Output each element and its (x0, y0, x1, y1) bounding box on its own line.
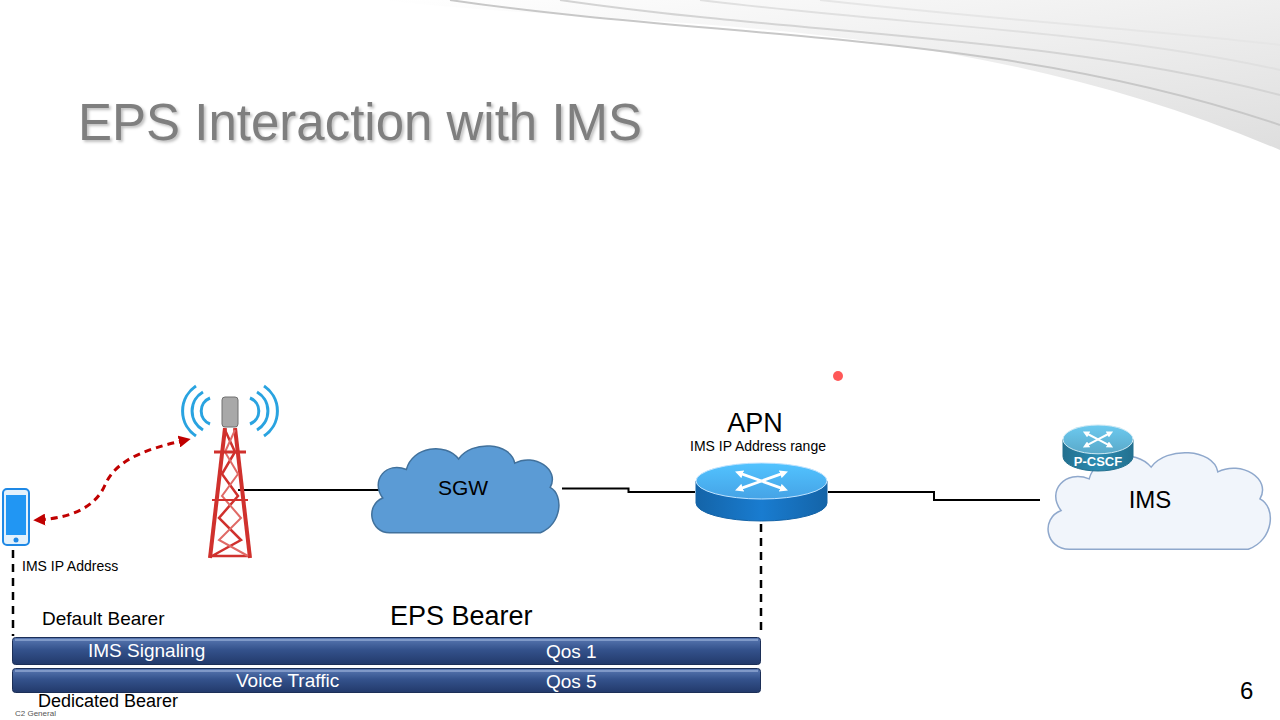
bar-highlight (15, 670, 758, 672)
tower-bracing (212, 430, 248, 556)
cell-tower (183, 386, 278, 558)
radio-wave (250, 398, 259, 424)
node-label: SGW (438, 476, 488, 500)
pcscf-router: P-CSCF (1062, 424, 1134, 472)
wave-decoration (700, 0, 1280, 70)
phone-shape (2, 488, 30, 546)
phone-body (3, 489, 29, 545)
bearer-label: Default Bearer (42, 609, 165, 628)
node-sublabel: Qos 5 (546, 671, 597, 693)
radio-wave (257, 392, 268, 430)
tower-bracing (219, 430, 248, 556)
node-label: P-CSCF (1074, 455, 1122, 470)
link-line (828, 492, 1040, 500)
tower-platform (212, 499, 248, 501)
link-line (562, 489, 695, 493)
bearer-label: Dedicated Bearer (38, 692, 178, 710)
pointer-dot (833, 371, 843, 381)
bearer-bar: IMS Signaling Qos 1 (12, 637, 761, 665)
router-arrow (1098, 433, 1110, 439)
sgw-cloud: SGW (365, 440, 562, 537)
tower-platform (214, 451, 246, 454)
cloud-outline (1048, 453, 1270, 550)
bar-fill (13, 638, 761, 665)
phone-button (14, 538, 19, 543)
apn-router: APNIMS IP Address range (683, 406, 838, 524)
node-label: IMS IP Address (22, 558, 118, 574)
node-label: Voice Traffic (236, 670, 339, 692)
ims-cloud: IMS P-CSCF (1040, 446, 1274, 554)
node-sublabel: Qos 1 (546, 641, 597, 663)
tower-antenna (222, 397, 238, 427)
node-label: IMS (1129, 486, 1172, 514)
radio-wave (264, 386, 277, 436)
node-sublabel: IMS IP Address range (690, 438, 826, 454)
bearer-boundary (760, 524, 763, 636)
wave-decoration (820, 0, 1280, 45)
node-label: IMS Signaling (88, 640, 205, 662)
radio-wave (183, 386, 196, 436)
router-arrow (1098, 439, 1110, 445)
router-arrow (739, 473, 762, 481)
node-label: APN (727, 408, 783, 439)
bearer-boundary (12, 550, 15, 636)
radio-arrow (38, 440, 186, 520)
router-arrow (739, 481, 762, 489)
bar-fill (13, 669, 761, 693)
router-top (696, 463, 827, 499)
bearer-heading: EPS Bearer (390, 603, 533, 630)
router-arrow (762, 473, 785, 481)
router-arrow (762, 481, 785, 489)
router-arrow (1086, 439, 1098, 445)
router-arrow (1086, 433, 1098, 439)
page-number: 6 (1240, 679, 1253, 703)
cloud-outline (372, 446, 559, 533)
tower-leg (210, 428, 225, 558)
classification-tag: C2 General (15, 710, 56, 718)
router-shape (695, 462, 828, 522)
radio-wave (192, 392, 203, 430)
wave-decoration (560, 0, 1280, 95)
slide-title: EPS Interaction with IMS (78, 94, 642, 153)
bar-shape (12, 668, 761, 693)
phone-screen (6, 495, 26, 535)
bearer-bar: Voice Traffic Qos 5 (12, 668, 761, 693)
router-top (1063, 425, 1133, 454)
radio-wave (201, 398, 210, 424)
ue-phone: IMS IP Address (2, 486, 152, 572)
